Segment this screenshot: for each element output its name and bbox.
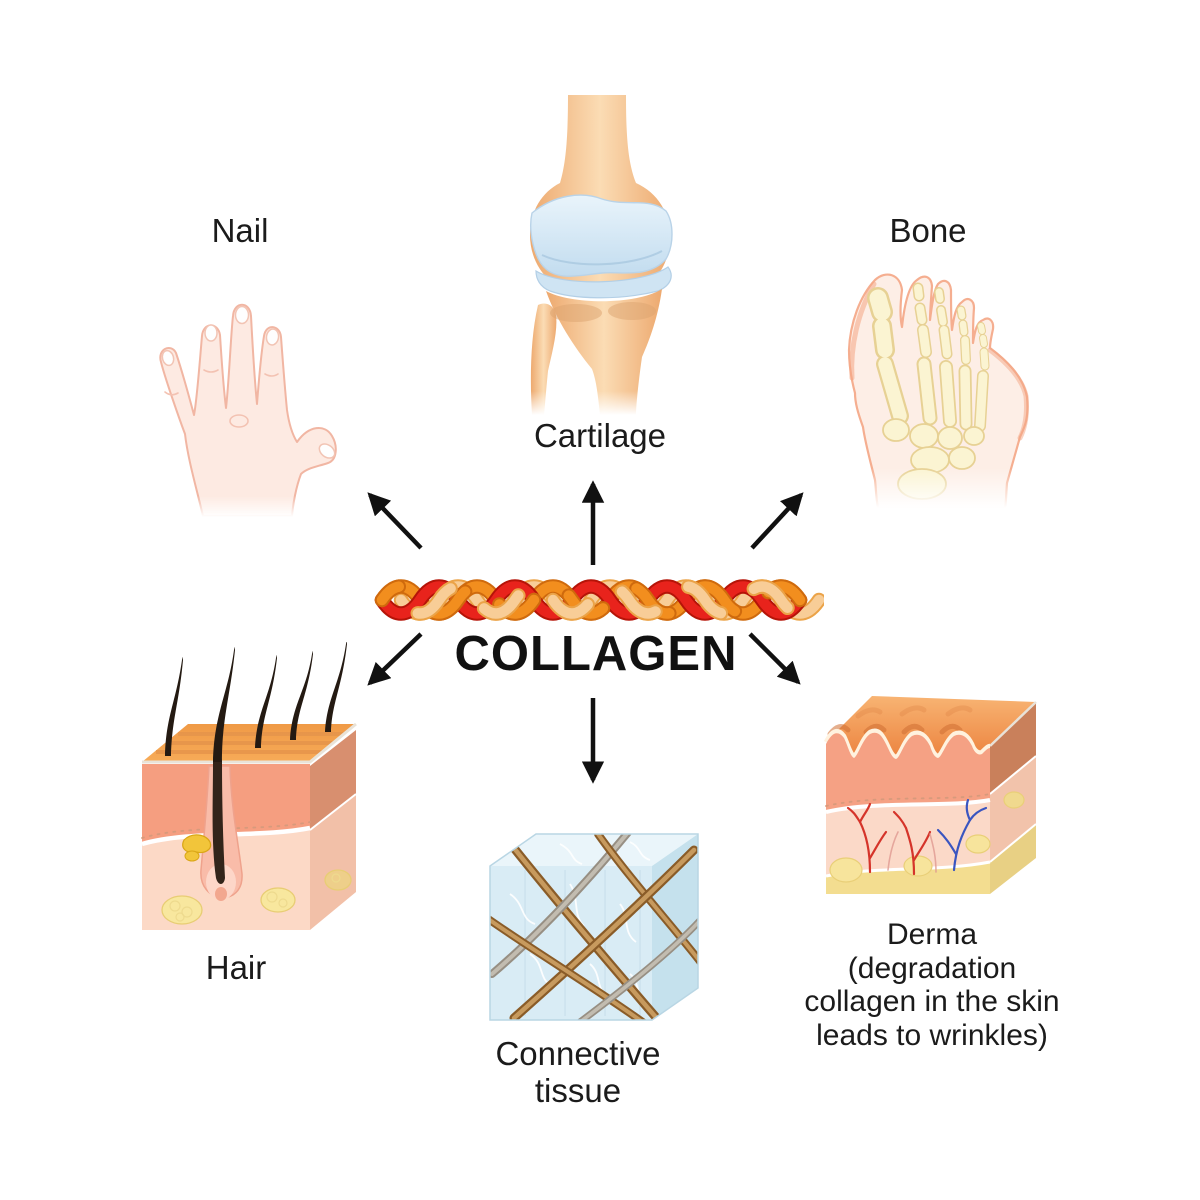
connective-tissue-icon <box>489 833 699 1021</box>
bone-label: Bone <box>889 212 967 249</box>
cartilage-knee-icon <box>502 95 702 415</box>
arrow-to-bone <box>750 492 804 550</box>
connective-tissue-label: Connective tissue <box>495 1035 661 1109</box>
collagen-fiber-icon <box>374 579 824 621</box>
hair-skin-icon <box>141 642 357 930</box>
bone-foot-icon <box>838 273 1038 508</box>
derma-skin-icon <box>823 696 1037 894</box>
cartilage-label: Cartilage <box>533 417 667 454</box>
arrow-to-nail <box>367 492 423 550</box>
nail-hand-icon <box>135 303 350 517</box>
derma-label: Derma (degradation collagen in the skin … <box>804 918 1060 1052</box>
nail-label: Nail <box>211 212 269 249</box>
collagen-title: COLLAGEN <box>454 627 738 681</box>
hair-label: Hair <box>205 949 267 986</box>
